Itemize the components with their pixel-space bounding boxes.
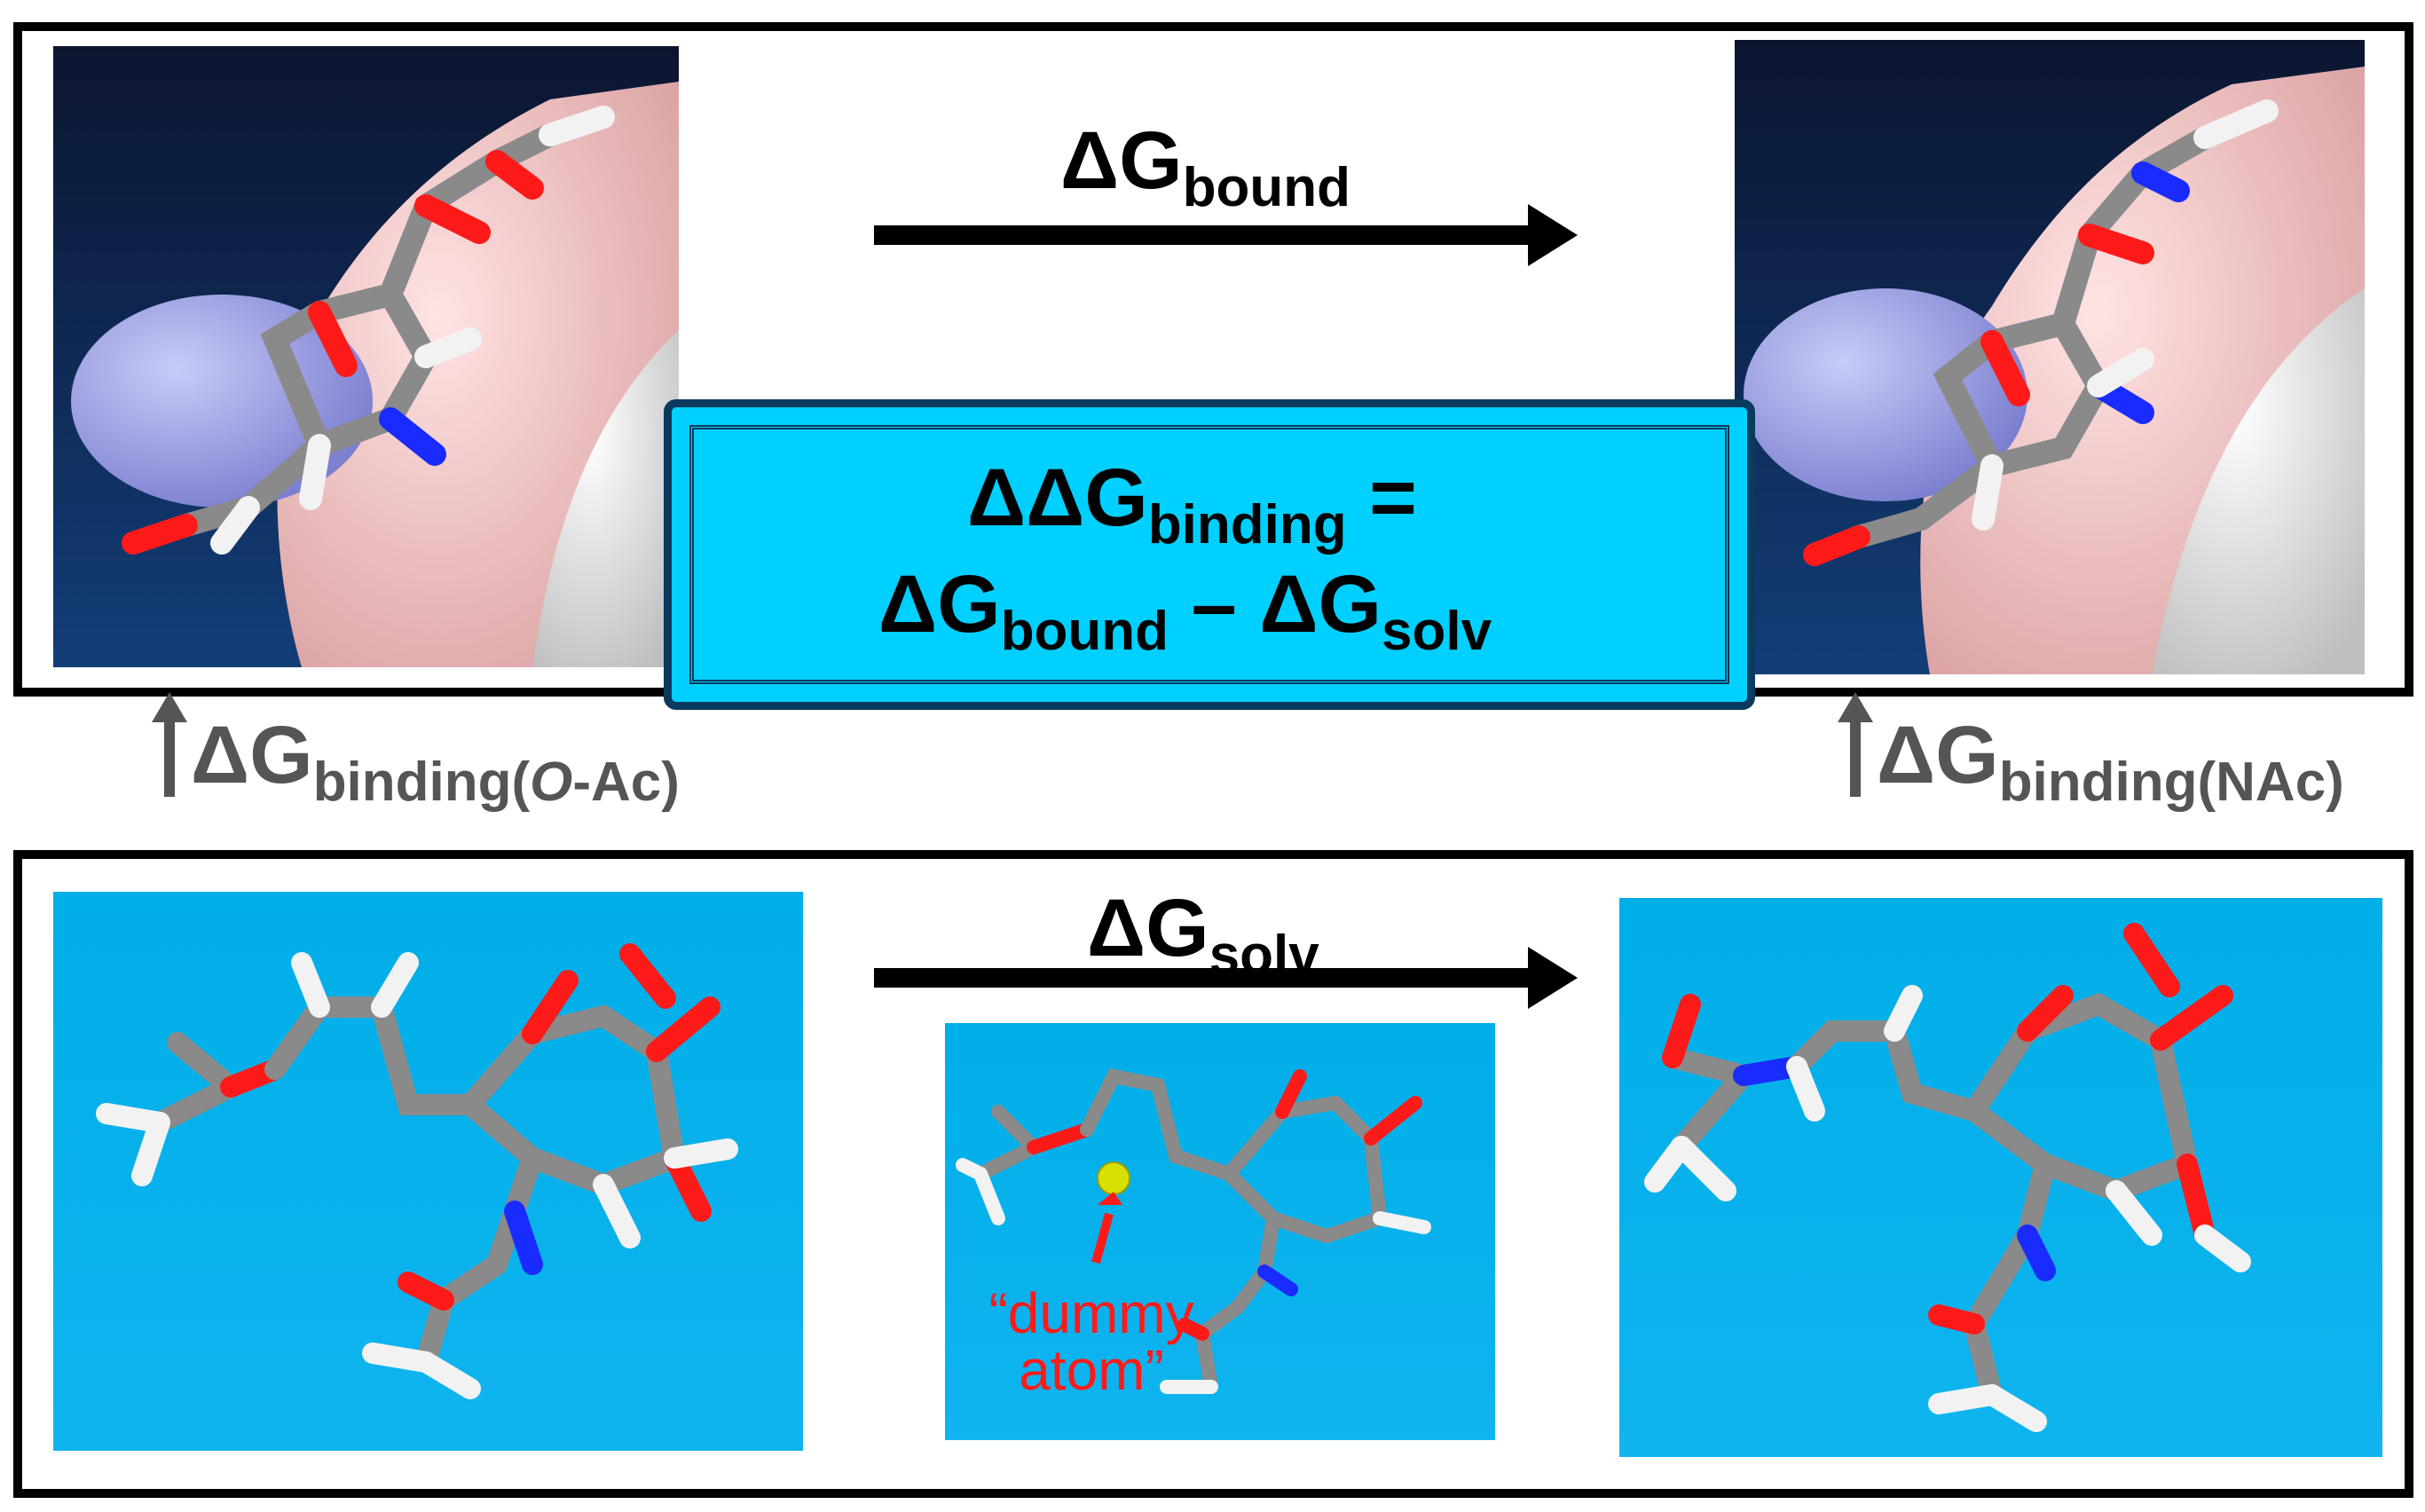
dg-solv-term-symbol: ΔG bbox=[1259, 559, 1382, 650]
bound-nac-render bbox=[1735, 40, 2365, 674]
minus-sign: – bbox=[1169, 559, 1259, 650]
dg-binding-oac-symbol: ΔG bbox=[191, 710, 313, 800]
solvated-nac-render bbox=[1619, 898, 2382, 1457]
dg-solv-label: ΔGsolv bbox=[1087, 887, 1319, 969]
ddg-symbol: ΔΔG bbox=[967, 453, 1148, 543]
solvated-oac-render bbox=[53, 892, 803, 1451]
oac-sub-pre: binding( bbox=[313, 752, 530, 813]
dg-bound-term-subscript: bound bbox=[1001, 601, 1169, 662]
ddg-equation-line1: ΔΔGbinding = bbox=[967, 457, 1417, 539]
dg-binding-nac-symbol: ΔG bbox=[1877, 710, 1999, 800]
bound-transform-arrow bbox=[874, 225, 1535, 245]
equals-sign: = bbox=[1347, 453, 1417, 543]
dg-bound-label: ΔGbound bbox=[1060, 120, 1350, 201]
dg-binding-nac-label: ΔGbinding(NAc) bbox=[1877, 714, 2344, 796]
dummy-label-line1: “dummy bbox=[988, 1281, 1193, 1345]
ddg-subscript: binding bbox=[1148, 494, 1347, 555]
solv-transform-arrow bbox=[874, 968, 1535, 988]
dg-binding-nac-subscript: binding(NAc) bbox=[1999, 752, 2344, 813]
dummy-label-line2: atom” bbox=[1019, 1338, 1164, 1402]
binding-oac-up-arrow bbox=[164, 717, 175, 797]
dg-bound-subscript: bound bbox=[1183, 157, 1350, 218]
binding-nac-up-arrow bbox=[1850, 717, 1861, 797]
dg-bound-symbol: ΔG bbox=[1060, 115, 1183, 206]
bound-oac-render bbox=[53, 46, 679, 667]
dg-solv-term-subscript: solv bbox=[1382, 601, 1492, 662]
dg-binding-oac-label: ΔGbinding(O-Ac) bbox=[191, 714, 680, 796]
dg-solv-symbol: ΔG bbox=[1087, 883, 1209, 973]
dummy-atom bbox=[1098, 1162, 1130, 1194]
ddg-equation-line2: ΔGbound – ΔGsolv bbox=[878, 563, 1492, 645]
dg-binding-oac-subscript: binding(O-Ac) bbox=[313, 752, 680, 813]
dg-bound-term-symbol: ΔG bbox=[878, 559, 1001, 650]
oac-sub-post: -Ac) bbox=[572, 752, 680, 813]
oac-sub-italic-o: O bbox=[530, 752, 572, 813]
